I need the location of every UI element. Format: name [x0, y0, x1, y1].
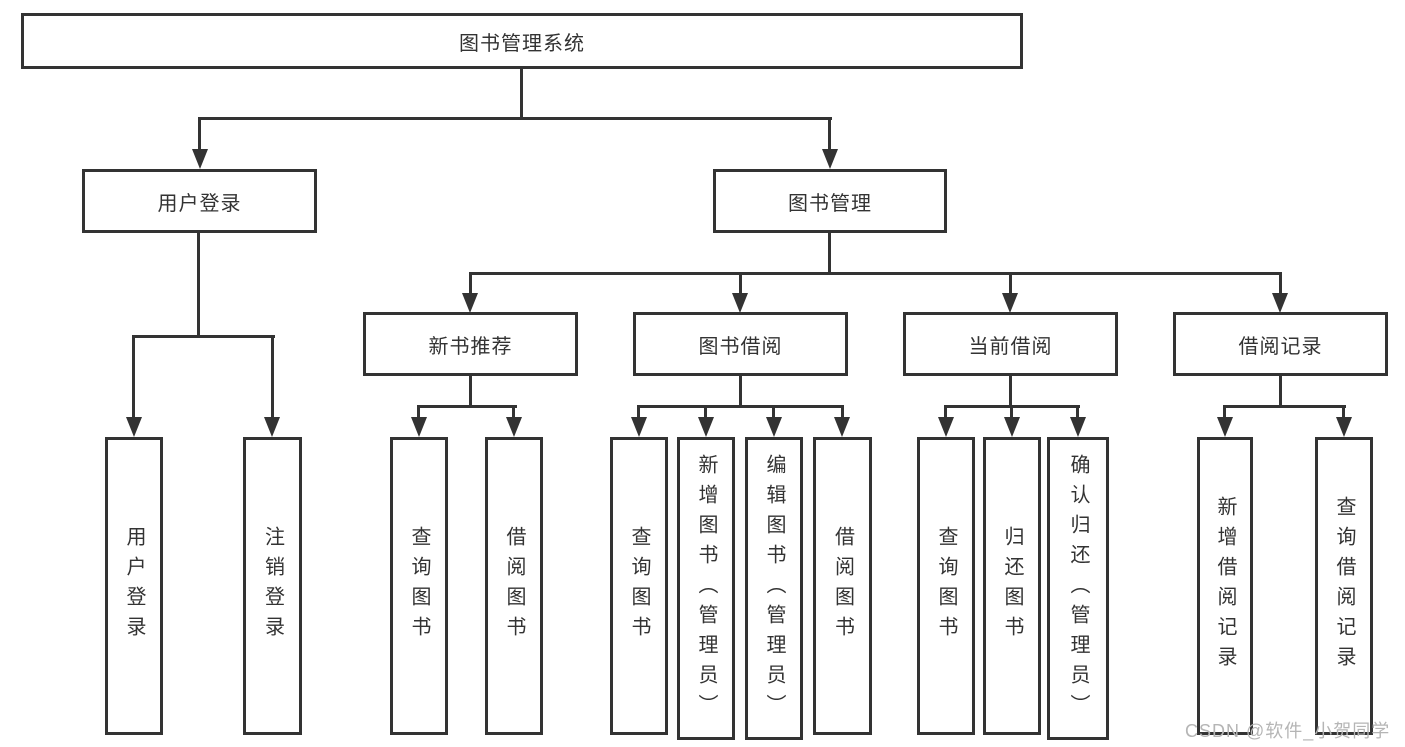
leaf-user-login: 用户登录: [105, 437, 163, 735]
leaf-edit-books-admin: 编辑图书（管理员）: [745, 437, 803, 740]
connector-level3-rail: [469, 272, 1282, 275]
arrowhead-down-icon: [631, 417, 647, 437]
arrowhead-down-icon: [1004, 417, 1020, 437]
connector-drop: [512, 405, 515, 422]
connector-drop: [1076, 405, 1079, 422]
connector-drop-borrowing-records: [1279, 272, 1282, 298]
leaf-query-borrow-record: 查询借阅记录: [1315, 437, 1373, 735]
connector-borrowing-stem: [739, 376, 742, 407]
leaf-query-books-current: 查询图书: [917, 437, 975, 735]
leaf-label: 查询图书: [408, 526, 430, 646]
leaf-label: 查询借阅记录: [1333, 496, 1355, 676]
connector-borrowing-rail: [638, 405, 844, 408]
leaf-label: 编辑图书（管理员）: [763, 453, 785, 724]
arrowhead-down-icon: [192, 149, 208, 169]
connector-level2-rail: [198, 117, 832, 120]
connector-recommend-stem: [469, 376, 472, 407]
leaf-borrow-books-recommend: 借阅图书: [485, 437, 543, 735]
leaf-query-books-recommend: 查询图书: [390, 437, 448, 735]
connector-recommend-rail: [418, 405, 517, 408]
node-borrowing-records: 借阅记录: [1173, 312, 1388, 376]
connector-drop: [944, 405, 947, 422]
node-book-borrowing: 图书借阅: [633, 312, 848, 376]
connector-book-management-stem: [828, 233, 831, 274]
leaf-label: 借阅图书: [503, 526, 525, 646]
connector-drop: [704, 405, 707, 422]
node-label: 图书管理系统: [459, 32, 585, 55]
arrowhead-down-icon: [938, 417, 954, 437]
arrowhead-down-icon: [1217, 417, 1233, 437]
connector-drop-current-borrowing: [1009, 272, 1012, 298]
connector-user-login-rail: [133, 335, 275, 338]
connector-drop-book-management: [828, 117, 831, 153]
node-label: 图书管理: [788, 192, 872, 215]
connector-drop-book-borrowing: [739, 272, 742, 298]
node-user-login-branch: 用户登录: [82, 169, 317, 233]
node-new-book-recommend: 新书推荐: [363, 312, 578, 376]
connector-drop-leaf-logout: [271, 335, 274, 423]
leaf-add-borrow-record: 新增借阅记录: [1197, 437, 1253, 735]
node-label: 用户登录: [157, 192, 242, 215]
leaf-label: 新增图书（管理员）: [695, 453, 717, 724]
connector-records-stem: [1279, 376, 1282, 407]
node-label: 新书推荐: [428, 335, 513, 358]
arrowhead-down-icon: [1070, 417, 1086, 437]
leaf-label: 借阅图书: [831, 526, 854, 646]
leaf-borrow-books-borrowing: 借阅图书: [813, 437, 872, 735]
connector-user-login-stem: [197, 233, 200, 337]
leaf-label: 查询图书: [935, 526, 957, 646]
arrowhead-down-icon: [1336, 417, 1352, 437]
connector-records-rail: [1223, 405, 1346, 408]
leaf-label: 确认归还（管理员）: [1067, 453, 1089, 724]
connector-drop: [841, 405, 844, 422]
connector-drop: [1010, 405, 1013, 422]
arrowhead-down-icon: [822, 149, 838, 169]
arrowhead-down-icon: [698, 417, 714, 437]
arrowhead-down-icon: [766, 417, 782, 437]
leaf-label: 用户登录: [123, 526, 145, 646]
connector-drop-new-book-recommend: [469, 272, 472, 298]
node-label: 图书借阅: [698, 335, 783, 358]
connector-drop: [637, 405, 640, 422]
arrowhead-down-icon: [462, 293, 478, 313]
connector-drop-leaf-user-login: [132, 335, 135, 423]
node-label: 当前借阅: [968, 335, 1053, 358]
leaf-return-books: 归还图书: [983, 437, 1041, 735]
leaf-confirm-return-admin: 确认归还（管理员）: [1047, 437, 1109, 740]
arrowhead-down-icon: [834, 417, 850, 437]
csdn-watermark: CSDN @软件_小贺同学: [1185, 721, 1391, 741]
leaf-logout: 注销登录: [243, 437, 302, 735]
arrowhead-down-icon: [506, 417, 522, 437]
leaf-label: 新增借阅记录: [1214, 496, 1236, 676]
arrowhead-down-icon: [1002, 293, 1018, 313]
leaf-label: 注销登录: [261, 526, 284, 646]
connector-drop-user-login: [198, 117, 201, 153]
connector-current-stem: [1009, 376, 1012, 407]
arrowhead-down-icon: [411, 417, 427, 437]
leaf-label: 归还图书: [1001, 526, 1023, 646]
node-label: 借阅记录: [1238, 335, 1323, 358]
leaf-query-books-borrowing: 查询图书: [610, 437, 668, 735]
arrowhead-down-icon: [732, 293, 748, 313]
arrowhead-down-icon: [1272, 293, 1288, 313]
leaf-label: 查询图书: [628, 526, 650, 646]
leaf-add-books-admin: 新增图书（管理员）: [677, 437, 735, 740]
connector-drop: [772, 405, 775, 422]
connector-root-stem: [520, 69, 523, 119]
connector-drop: [1223, 405, 1226, 422]
node-library-management-system: 图书管理系统: [21, 13, 1023, 69]
connector-drop: [417, 405, 420, 422]
node-book-management: 图书管理: [713, 169, 947, 233]
arrowhead-down-icon: [264, 417, 280, 437]
arrowhead-down-icon: [126, 417, 142, 437]
node-current-borrowing: 当前借阅: [903, 312, 1118, 376]
connector-drop: [1342, 405, 1345, 422]
